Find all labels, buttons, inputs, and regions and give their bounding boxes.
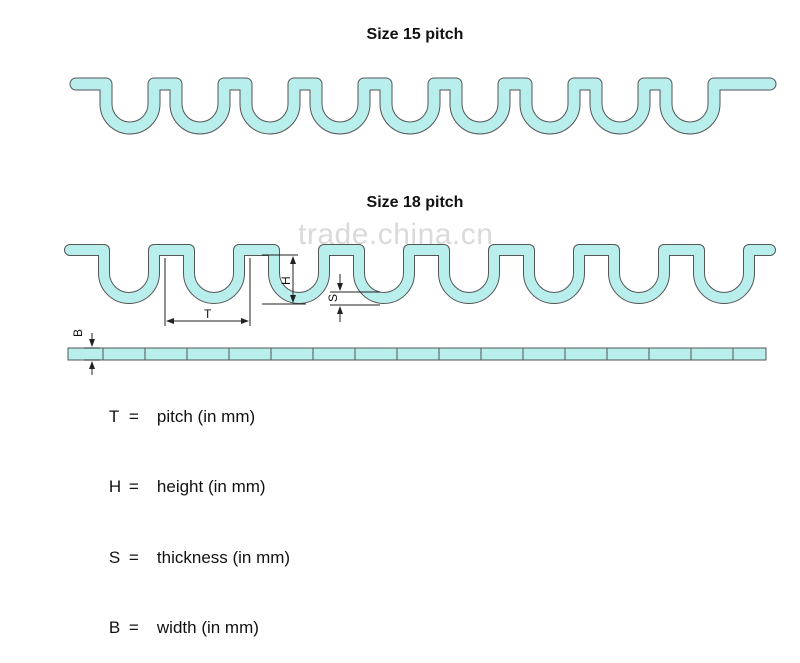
legend-row-height: H=height (in mm) bbox=[90, 452, 290, 523]
width-label: B bbox=[71, 329, 85, 337]
legend-row-pitch: T=pitch (in mm) bbox=[90, 381, 290, 452]
width-strip bbox=[68, 348, 766, 360]
legend: T=pitch (in mm) H=height (in mm) S=thick… bbox=[90, 381, 290, 663]
thickness-label: S bbox=[326, 294, 340, 302]
size-15-profile bbox=[76, 84, 770, 128]
legend-row-thickness: S=thickness (in mm) bbox=[90, 522, 290, 593]
profile-fill bbox=[70, 250, 770, 298]
size-18-profile bbox=[70, 250, 770, 298]
legend-row-width: B=width (in mm) bbox=[90, 593, 290, 663]
height-label: H bbox=[279, 276, 293, 285]
watermark: trade.china.cn bbox=[298, 218, 493, 252]
pitch-label: T bbox=[204, 307, 212, 321]
